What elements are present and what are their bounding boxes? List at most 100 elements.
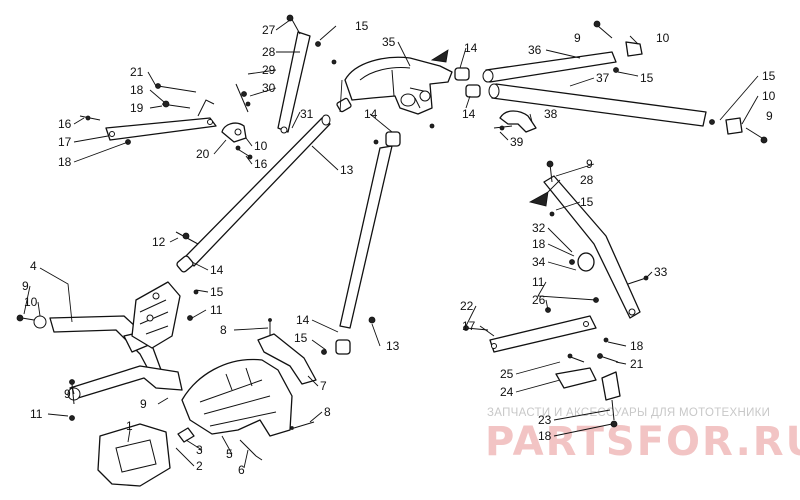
bolt-9-right [709,119,768,144]
callout-22: 22 [460,299,474,313]
callout-8-bottom: 8 [324,405,331,419]
frame-tube-12-left [175,97,352,273]
direction-arrow-icon [430,49,449,63]
bolt-9-top-right [593,20,619,73]
callout-10-left: 10 [24,295,38,309]
strut-28-top [277,14,321,134]
strut-28-right [528,160,641,319]
frame-tube-12-right [321,59,435,355]
callout-30: 30 [262,81,276,95]
callout-12: 13 [340,163,354,177]
tube-end-cap-10-upper [625,41,643,57]
bottom-guard-1 [97,423,171,487]
callout-15-left: 15 [210,285,224,299]
callout-37: 37 [596,71,610,85]
bushing-14-bottom [335,339,351,355]
callout-33: 33 [654,265,668,279]
callout-18-right: 18 [630,339,644,353]
callout-6: 6 [238,463,245,477]
callout-39: 39 [510,135,524,149]
callout-25: 25 [500,367,514,381]
callout-26: 26 [532,293,546,307]
tube-end-cap-10-lower [725,117,743,135]
callout-14-top: 14 [464,41,478,55]
callout-9-right-strut: 9 [586,157,593,171]
callout-2: 2 [196,459,203,473]
watermark-tagline: ЗАПЧАСТИ И АКСЕССУАРЫ ДЛЯ МОТОТЕХНИКИ [487,407,770,419]
callout-28-right: 28 [580,173,594,187]
callout-24: 24 [500,385,514,399]
callout-11-lower: 11 [30,407,43,421]
callout-18-bottom: 18 [538,429,552,443]
callout-29: 29 [262,63,276,77]
callout-14-bottom: 14 [296,313,310,327]
callout-7: 7 [320,379,327,393]
callout-17-right: 17 [462,319,476,333]
callout-18-right-top: 18 [532,237,546,251]
callout-35: 35 [382,35,396,49]
callout-9-left: 9 [22,279,29,293]
callout-13-right: 13 [386,339,400,353]
callout-17-left: 17 [58,135,72,149]
callout-32: 32 [532,221,546,235]
callout-36: 36 [528,43,542,57]
callout-14-left: 14 [210,263,224,277]
callout-3: 3 [196,443,203,457]
callout-18-left: 18 [58,155,72,169]
callout-14-mid: 14 [462,107,476,121]
callout-9-top: 9 [574,31,581,45]
mount-bracket-17-left [79,83,217,145]
callout-20: 20 [196,147,210,161]
callout-31: 31 [300,107,314,121]
callout-34: 34 [532,255,546,269]
mount-bracket-17-right [463,297,619,363]
bushing-14-upper [454,67,470,81]
callout-21-left: 21 [130,65,144,79]
callout-14-center: 14 [364,107,378,121]
callout-18-left-top: 18 [130,83,144,97]
callout-23: 23 [538,413,552,427]
callout-16-right: 16 [254,157,268,171]
leader-lines [23,19,759,469]
front-frame-bracket [344,49,453,115]
callout-10-top: 10 [656,31,670,45]
callout-1: 1 [126,419,133,433]
callout-10-right: 10 [762,89,776,103]
callout-11-right: 11 [532,275,545,289]
lower-arm [67,365,183,421]
clamp-24-25 [555,353,621,428]
mount-plate-cluster [131,281,199,349]
clamp-20 [221,122,253,160]
bushing-14-lower [465,84,481,98]
cable-8 [290,421,315,430]
callout-8-top: 8 [220,323,227,337]
watermark-logo-text: PARTSFOR.RU [485,419,800,465]
upper-tube-37 [465,83,707,127]
fairing-panel-7 [257,318,317,385]
callout-11-left: 11 [210,303,223,317]
bolt-29-30 [235,83,251,113]
callout-9-right: 9 [766,109,773,123]
bushing-31 [336,97,352,113]
callout-15-top: 15 [355,19,369,33]
upper-tube-36 [454,51,617,83]
callout-15-tube: 15 [640,71,654,85]
callout-4: 4 [30,259,37,273]
bushing-14-left [176,255,194,273]
cable-6 [239,439,263,461]
callout-16-left: 16 [58,117,72,131]
callout-9-lower: 9 [64,387,71,401]
fairing-panel-5 [181,358,293,437]
callout-5: 5 [226,447,233,461]
callout-27: 27 [262,23,276,37]
callout-numbers: 27 28 15 29 30 31 21 18 19 16 17 18 20 1… [22,19,776,477]
callout-15-right-strut: 15 [580,195,594,209]
clip-3 [177,427,195,443]
callout-10-lower: 9 [140,397,147,411]
callout-21-right: 21 [630,357,644,371]
direction-arrow-right-icon [528,191,549,207]
callout-15-right: 15 [762,69,776,83]
bushing-14-center [385,131,401,147]
